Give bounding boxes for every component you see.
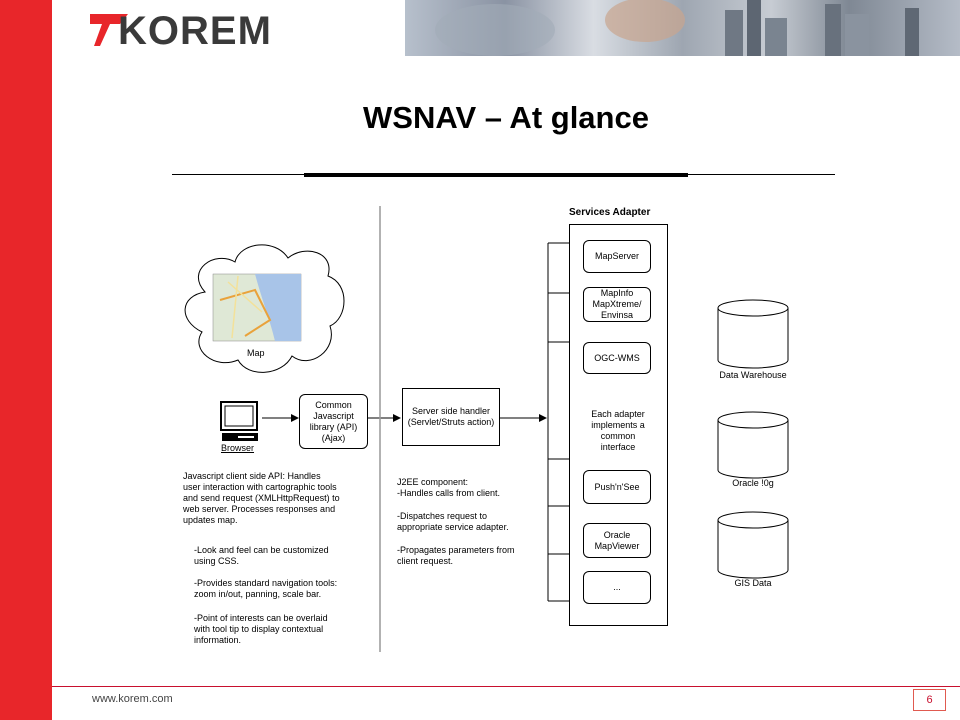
browser-computer-icon [220, 401, 258, 441]
client-bullet-navigation: -Provides standard navigation tools: zoo… [194, 578, 338, 599]
page-number: 6 [913, 689, 946, 711]
database-cylinder-data-warehouse [717, 299, 789, 369]
api-library-box: Common Javascript library (API) (Ajax) [299, 394, 368, 449]
database-cylinder-oracle [717, 411, 789, 479]
adapter-oracle-mapviewer: Oracle MapViewer [583, 523, 651, 558]
browser-label: Browser [221, 443, 255, 453]
footer-rule [52, 686, 960, 687]
footer-url: www.korem.com [92, 693, 173, 705]
server-description: J2EE component: -Handles calls from clie… [397, 477, 501, 498]
database-cylinder-gis [717, 511, 789, 579]
svg-text:KOREM: KOREM [118, 9, 272, 52]
adapter-note: Each adapter implements a common interfa… [591, 409, 645, 452]
client-bullet-poi: -Point of interests can be overlaid with… [194, 613, 328, 645]
header-photo-graphic [435, 0, 919, 56]
korem-logo-graphic: KOREM [90, 9, 272, 53]
adapter-mapinfo: MapInfo MapXtreme/ Envinsa [583, 287, 651, 322]
slide-title: WSNAV – At glance [363, 100, 649, 135]
brand-sidebar-bar [0, 0, 52, 720]
map-label: Map [247, 348, 265, 358]
db-label-gis-data: GIS Data [734, 578, 772, 588]
db-label-data-warehouse: Data Warehouse [719, 370, 787, 380]
server-bullet-dispatch: -Dispatches request to appropriate servi… [397, 511, 509, 532]
services-adapter-title: Services Adapter [569, 207, 651, 218]
server-bullet-propagate: -Propagates parameters from client reque… [397, 545, 515, 566]
adapter-ogc-wms: OGC-WMS [583, 342, 651, 374]
adapter-pushnsee: Push'n'See [583, 470, 651, 504]
title-underline-thick [304, 173, 688, 177]
server-handler-box: Server side handler (Servlet/Struts acti… [402, 388, 500, 446]
header-photo-banner [405, 0, 960, 56]
client-bullet-css: -Look and feel can be customized using C… [194, 545, 329, 566]
client-description: Javascript client side API: Handles user… [183, 471, 340, 525]
adapter-mapserver: MapServer [583, 240, 651, 273]
db-label-oracle: Oracle !0g [732, 478, 774, 488]
map-thumbnail [212, 273, 302, 342]
adapter-bracket [547, 242, 570, 602]
services-adapter-container [569, 224, 668, 626]
korem-logo: KOREM [88, 6, 388, 53]
adapter-more: ... [583, 571, 651, 604]
